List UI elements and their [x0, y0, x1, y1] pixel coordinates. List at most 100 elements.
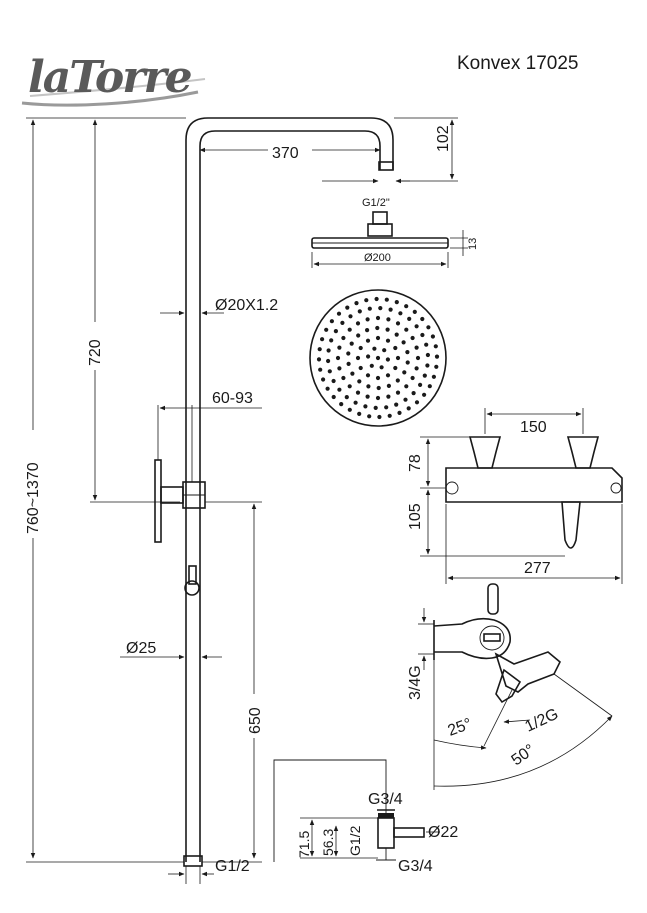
nozzle-dot — [358, 365, 363, 371]
nozzle-dot — [365, 373, 371, 378]
mixer-lower-label: 105 — [407, 503, 424, 530]
nozzle-dot — [418, 382, 423, 387]
nozzle-dot — [385, 357, 390, 362]
nozzle-dot — [357, 309, 362, 314]
nozzle-dot — [344, 395, 349, 400]
nozzle-dot — [402, 370, 407, 375]
nozzle-dot — [378, 306, 383, 311]
nozzle-dot — [347, 327, 352, 332]
nozzle-dot — [377, 414, 382, 420]
nozzle-dot — [347, 384, 352, 389]
nozzle-dot — [384, 297, 389, 302]
nozzle-dot — [431, 374, 436, 379]
nozzle-dot — [331, 378, 336, 384]
nozzle-dot — [374, 296, 379, 302]
shower-column — [154, 117, 394, 867]
connection-detail: G3/4 Ø22 G3/4 71.5 56.3 G1/2 — [273, 759, 458, 875]
angle-large-label: 50° — [509, 741, 539, 769]
nozzle-dot — [433, 344, 438, 349]
nozzle-dot — [397, 410, 402, 415]
nozzle-dot — [339, 402, 344, 407]
nozzle-dot — [395, 321, 401, 326]
nozzle-dot — [365, 394, 370, 399]
bracket-range-dimension: 60-93 — [157, 390, 262, 482]
nozzle-dot — [434, 354, 440, 359]
nozzle-dot — [395, 355, 401, 361]
nozzle-dot — [357, 379, 362, 384]
nozzle-dot — [375, 335, 381, 341]
head-diameter-label: Ø200 — [364, 252, 391, 264]
nozzle-dot — [325, 386, 330, 391]
nozzle-dot — [337, 387, 342, 392]
nozzle-dot — [393, 365, 398, 371]
nozzle-dot — [382, 348, 387, 353]
shower-head-plan — [309, 289, 447, 427]
nozzle-dot — [335, 355, 341, 361]
nozzle-dot — [427, 384, 432, 389]
arm-dimensions: 370 102 — [199, 117, 458, 184]
nozzle-dot — [333, 329, 338, 334]
nozzle-dot — [405, 350, 410, 355]
nozzle-dot — [425, 352, 430, 358]
nozzle-dot — [414, 324, 419, 329]
nozzle-dot — [347, 407, 352, 412]
nozzle-dot — [367, 306, 372, 311]
nozzle-dot — [375, 375, 381, 381]
mixer-upper-label: 78 — [407, 454, 424, 472]
nozzle-dot — [410, 335, 415, 341]
nozzle-dot — [341, 335, 346, 341]
nozzle-dot — [356, 333, 361, 338]
nozzle-dot — [364, 298, 369, 303]
nozzle-dot — [365, 338, 371, 343]
arm-drop-label: 102 — [435, 125, 452, 152]
nozzle-dot — [394, 332, 399, 337]
side-thread-label: 3/4G — [407, 665, 424, 700]
base-thread-label: G1/2 — [215, 858, 250, 875]
nozzle-dot — [355, 390, 361, 395]
bracket-range-label: 60-93 — [212, 390, 253, 407]
nozzle-dot — [406, 406, 411, 411]
nozzle-dot — [345, 305, 350, 310]
nozzle-dot — [321, 377, 326, 382]
nozzle-dot — [404, 304, 409, 309]
nozzle-dot — [357, 411, 362, 416]
nozzle-dot — [326, 358, 331, 364]
angle-small-label: 25° — [446, 716, 475, 740]
nozzle-dot — [375, 315, 381, 321]
nozzle-dot — [326, 348, 331, 353]
nozzle-dot — [398, 311, 403, 316]
nozzle-dot — [384, 405, 389, 410]
nozzle-dot — [434, 364, 439, 369]
nozzle-dot — [414, 400, 420, 405]
nozzle-dot — [405, 360, 410, 365]
nozzle-dot — [420, 332, 425, 338]
nozzle-dot — [324, 327, 329, 332]
head-inlet-label: G1/2" — [362, 197, 390, 209]
nozzle-dot — [346, 361, 351, 366]
nozzle-dot — [401, 340, 406, 345]
nozzle-dot — [422, 373, 427, 378]
nozzle-dot — [337, 345, 342, 350]
nozzle-dot — [414, 366, 419, 371]
conn-thread-side-label: G1/2 — [347, 825, 363, 856]
head-thickness-label: 13 — [467, 238, 479, 250]
nozzle-dot — [386, 383, 391, 388]
shower-head-side: G1/2" 13 Ø200 — [311, 197, 479, 268]
nozzle-dot — [367, 414, 372, 419]
nozzle-dot — [430, 334, 435, 339]
nozzle-dot — [329, 319, 334, 324]
mixer-spacing-label: 150 — [520, 419, 547, 436]
nozzle-dot — [395, 378, 400, 383]
nozzle-dot — [394, 300, 399, 305]
nozzle-dot — [420, 316, 425, 322]
conn-height-a-label: 71.5 — [296, 831, 312, 858]
nozzle-dot — [375, 395, 381, 401]
nozzle-dot — [340, 320, 345, 325]
tube-small-dimension: Ø20X1.2 — [160, 297, 278, 316]
nozzle-dot — [386, 394, 391, 399]
nozzle-dot — [365, 317, 370, 322]
nozzle-dot — [329, 338, 334, 343]
nozzle-dot — [355, 321, 361, 326]
mixer-width-label: 277 — [524, 560, 551, 577]
nozzle-dot — [411, 391, 416, 396]
